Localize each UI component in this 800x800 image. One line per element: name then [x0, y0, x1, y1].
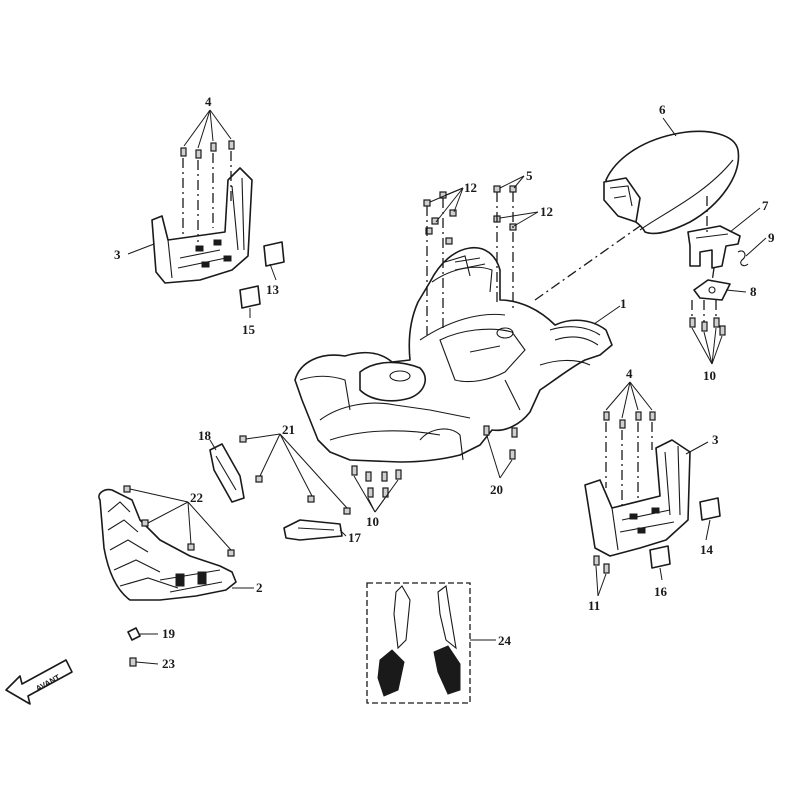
clip-19[interactable]: [127, 627, 141, 641]
callout-7: 7: [762, 198, 769, 213]
screws-4-right[interactable]: [603, 411, 656, 505]
callout-12-a: 12: [464, 180, 477, 195]
callout-15: 15: [242, 322, 256, 337]
screws-4-left[interactable]: [180, 140, 235, 242]
callout-10-lower: 10: [366, 514, 379, 529]
callout-16: 16: [654, 584, 668, 599]
callout-22: 22: [190, 490, 203, 505]
callout-11: 11: [588, 598, 600, 613]
callout-23: 23: [162, 656, 176, 671]
decal-set-part-24[interactable]: [366, 582, 471, 704]
callout-4-right: 4: [626, 366, 633, 381]
callout-20: 20: [490, 482, 503, 497]
screws-11[interactable]: [593, 555, 610, 574]
callout-13: 13: [266, 282, 280, 297]
bracket-part-18[interactable]: [209, 443, 245, 503]
callout-12-b: 12: [540, 204, 553, 219]
sticker-14[interactable]: [699, 497, 721, 521]
callout-24: 24: [498, 633, 512, 648]
leader-lines: [127, 109, 767, 665]
seat-part-6[interactable]: [603, 130, 740, 235]
callout-17: 17: [348, 530, 362, 545]
callout-21: 21: [282, 422, 295, 437]
callout-9: 9: [768, 230, 775, 245]
callout-14: 14: [700, 542, 714, 557]
screws-10-seat[interactable]: [689, 300, 726, 336]
screws-20[interactable]: [483, 425, 518, 460]
sticker-16[interactable]: [649, 545, 671, 569]
callout-labels: 4 3 13 15 12 5 12 6 7 9 8 10 1 4 3 14 16…: [114, 94, 775, 671]
front-rack-part-2[interactable]: [98, 488, 237, 601]
footrest-right-part-3[interactable]: [584, 439, 691, 557]
spring-part-9[interactable]: [737, 250, 749, 267]
footrest-left-part-3[interactable]: [151, 167, 253, 284]
callout-5: 5: [526, 168, 533, 183]
callout-10-seat: 10: [703, 368, 716, 383]
callout-4-left: 4: [205, 94, 212, 109]
main-body-part-1[interactable]: [294, 246, 613, 463]
callout-3-right: 3: [712, 432, 719, 447]
latch-plate-part-8[interactable]: [693, 279, 731, 301]
sticker-15[interactable]: [239, 285, 261, 309]
callout-6: 6: [659, 102, 666, 117]
nut-23[interactable]: [129, 657, 137, 667]
seat-latch-part-7[interactable]: [687, 225, 741, 269]
callout-18: 18: [198, 428, 212, 443]
sticker-13[interactable]: [263, 241, 285, 267]
callout-19: 19: [162, 626, 176, 641]
screws-10-lower[interactable]: [351, 465, 402, 498]
callout-8: 8: [750, 284, 757, 299]
guard-part-17[interactable]: [283, 519, 343, 541]
callout-2: 2: [256, 580, 263, 595]
callout-1: 1: [620, 296, 627, 311]
callout-3-left: 3: [114, 247, 121, 262]
direction-arrow-icon: AVANT: [5, 659, 73, 705]
